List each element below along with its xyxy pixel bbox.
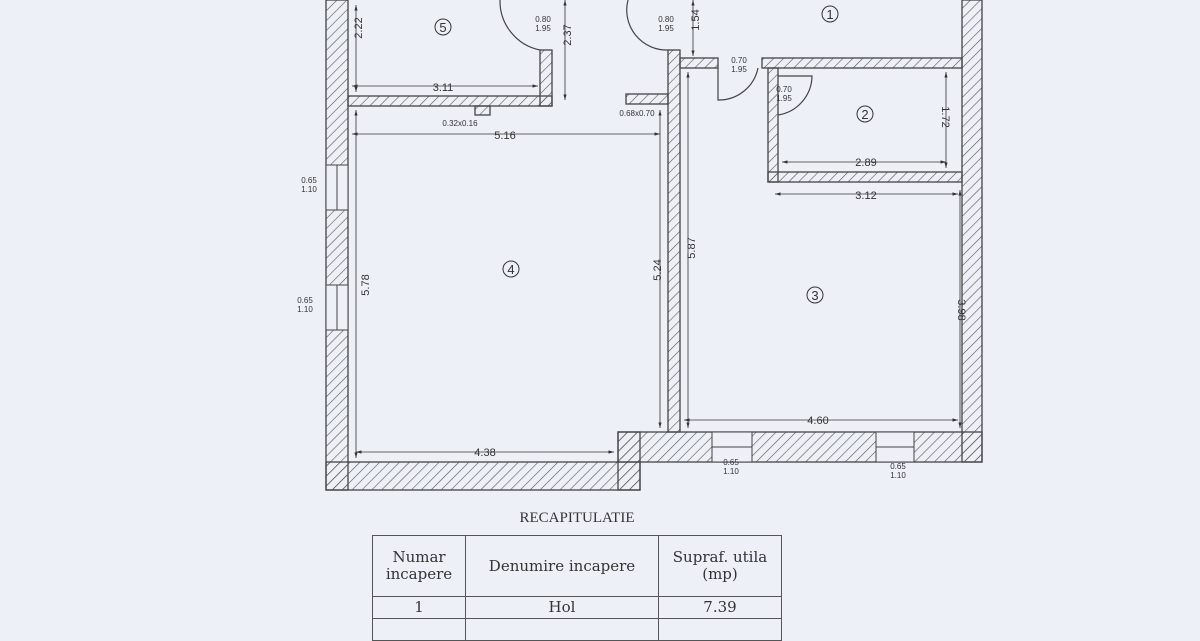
dim-r3-width-top: 3.12 [855, 190, 876, 202]
dim-r4-width-top: 5.16 [494, 130, 515, 142]
wall-room2-bottom [767, 171, 963, 183]
recap-table: Numar incapere Denumire incapere Supraf.… [372, 535, 782, 641]
cell: Hol [465, 596, 659, 619]
dim-hall-height: 1.54 [690, 9, 702, 30]
door-width: 0.80 [535, 15, 551, 24]
door-height: 1.95 [535, 24, 551, 33]
door-height: 1.95 [658, 24, 674, 33]
window-height: 1.10 [301, 185, 317, 194]
window-height: 1.10 [723, 467, 739, 476]
room-4-label: 4 [507, 262, 514, 277]
room-3-label: 3 [811, 288, 818, 303]
recap-title: RECAPITULATIE [519, 510, 635, 526]
door-height: 1.95 [776, 94, 792, 103]
header-cell: Numar incapere [372, 535, 466, 597]
recap-section: RECAPITULATIE Numar incapere Denumire in… [372, 510, 782, 641]
dim-r5-width: 3.11 [433, 82, 454, 94]
window-width: 0.65 [297, 296, 313, 305]
dim-r5-height: 2.22 [353, 17, 365, 38]
wall-partition [625, 93, 669, 105]
door-swing [777, 75, 813, 116]
dim-r4-height-left: 5.78 [360, 274, 372, 295]
dim-r4-width-bottom: 4.38 [474, 447, 495, 459]
room-numbers [434, 5, 874, 304]
dim-r3-height-right: 3.98 [955, 299, 967, 320]
dimension-lines [352, 0, 962, 458]
door-width: 0.80 [658, 15, 674, 24]
table-row: 1 Hol 7.39 [372, 596, 782, 619]
door-swing [499, 0, 541, 51]
door-width: 0.70 [731, 56, 747, 65]
room-5-label: 5 [439, 20, 446, 35]
doors [499, 0, 813, 116]
dim-r4-height-right: 5.24 [652, 259, 664, 280]
wall-bottom-room3 [617, 431, 983, 463]
column-small [474, 105, 491, 116]
header-cell: Supraf. utila (mp) [658, 535, 782, 597]
window-width: 0.65 [301, 176, 317, 185]
dim-r2-height: 1.72 [939, 106, 951, 127]
window-height: 1.10 [890, 471, 906, 480]
door-swing [626, 0, 669, 51]
dim-r3-width-bottom: 4.60 [807, 415, 828, 427]
door-width: 0.70 [776, 85, 792, 94]
window-height: 1.10 [297, 305, 313, 314]
wall-middle [667, 49, 681, 433]
table-header-row: Numar incapere Denumire incapere Supraf.… [372, 535, 782, 597]
column-label: 0.68x0.70 [619, 109, 655, 118]
wall-room5-bottom [347, 95, 553, 107]
walls [325, 0, 983, 491]
door-swing [717, 67, 759, 101]
window-labels: 0.65 1.10 0.65 1.10 0.65 1.10 0.65 1.10 [297, 176, 906, 480]
cell: 7.39 [658, 596, 782, 619]
wall-right [961, 0, 983, 463]
dim-r3-height-left: 5.87 [686, 237, 698, 258]
room-2-label: 2 [861, 107, 868, 122]
wall-bottom-room4 [325, 461, 641, 491]
cell: 1 [372, 596, 466, 619]
dim-corr-height: 2.37 [562, 24, 574, 45]
wall-room5-right [539, 49, 553, 107]
windows [325, 164, 915, 463]
window-width: 0.65 [723, 458, 739, 467]
column-label: 0.32x0.16 [442, 119, 478, 128]
wall-left [325, 0, 349, 491]
dim-r2-width: 2.89 [855, 157, 876, 169]
header-cell: Denumire incapere [465, 535, 659, 597]
door-height: 1.95 [731, 65, 747, 74]
wall-hall-left [679, 57, 719, 69]
wall-hall-right [761, 57, 963, 69]
door-labels: 0.80 1.95 0.80 1.95 0.70 1.95 0.70 1.95 [535, 15, 792, 103]
window-width: 0.65 [890, 462, 906, 471]
room-1-label: 1 [826, 7, 833, 22]
